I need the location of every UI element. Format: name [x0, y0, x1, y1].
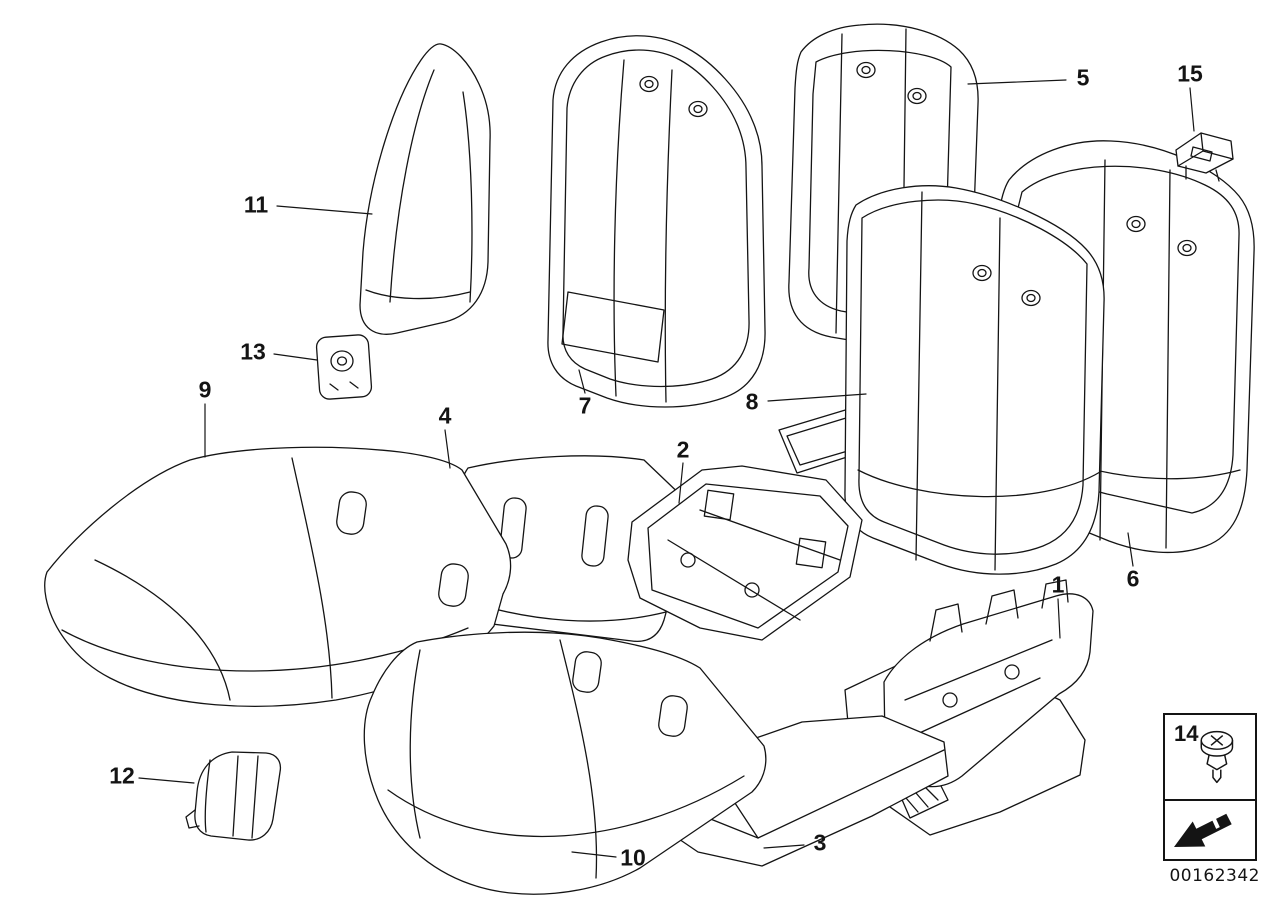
- callout-3[interactable]: 3: [813, 829, 827, 856]
- direction-arrow-cell: [1165, 801, 1255, 857]
- callout-11[interactable]: 11: [243, 191, 269, 218]
- part-9-seat-cushion-cover: [43, 446, 512, 707]
- direction-arrow-icon: [1174, 813, 1232, 847]
- leader-lines: [138, 79, 1195, 858]
- part-13-headrest-guide: [315, 334, 373, 400]
- callout-14[interactable]: 14: [1174, 721, 1199, 746]
- callout-8[interactable]: 8: [745, 388, 759, 415]
- fastener-inset-item: 14: [1165, 715, 1255, 801]
- callout-6[interactable]: 6: [1126, 565, 1140, 592]
- part-8-backrest-cover: [778, 185, 1105, 575]
- callout-4[interactable]: 4: [438, 402, 452, 429]
- part-15-clamp: [1175, 132, 1234, 182]
- expanding-rivet-icon: [1200, 730, 1234, 784]
- part-10-seat-cushion-cover: [363, 631, 767, 895]
- callout-10[interactable]: 10: [620, 844, 646, 871]
- callout-15[interactable]: 15: [1177, 60, 1203, 87]
- part-2-frame: [627, 465, 863, 641]
- callout-7[interactable]: 7: [578, 392, 592, 419]
- document-number: 00162342: [1169, 866, 1260, 886]
- callout-1[interactable]: 1: [1051, 571, 1065, 598]
- callout-9[interactable]: 9: [198, 376, 212, 403]
- callout-5[interactable]: 5: [1076, 64, 1090, 91]
- callout-2[interactable]: 2: [676, 436, 690, 463]
- callout-12[interactable]: 12: [109, 762, 135, 789]
- part-12-cover-cap: [185, 751, 282, 841]
- part-7-backrest-cover: [547, 35, 766, 408]
- callout-13[interactable]: 13: [240, 338, 266, 365]
- fastener-inset-panel: 14: [1163, 713, 1257, 861]
- part-11-side-trim: [359, 43, 491, 335]
